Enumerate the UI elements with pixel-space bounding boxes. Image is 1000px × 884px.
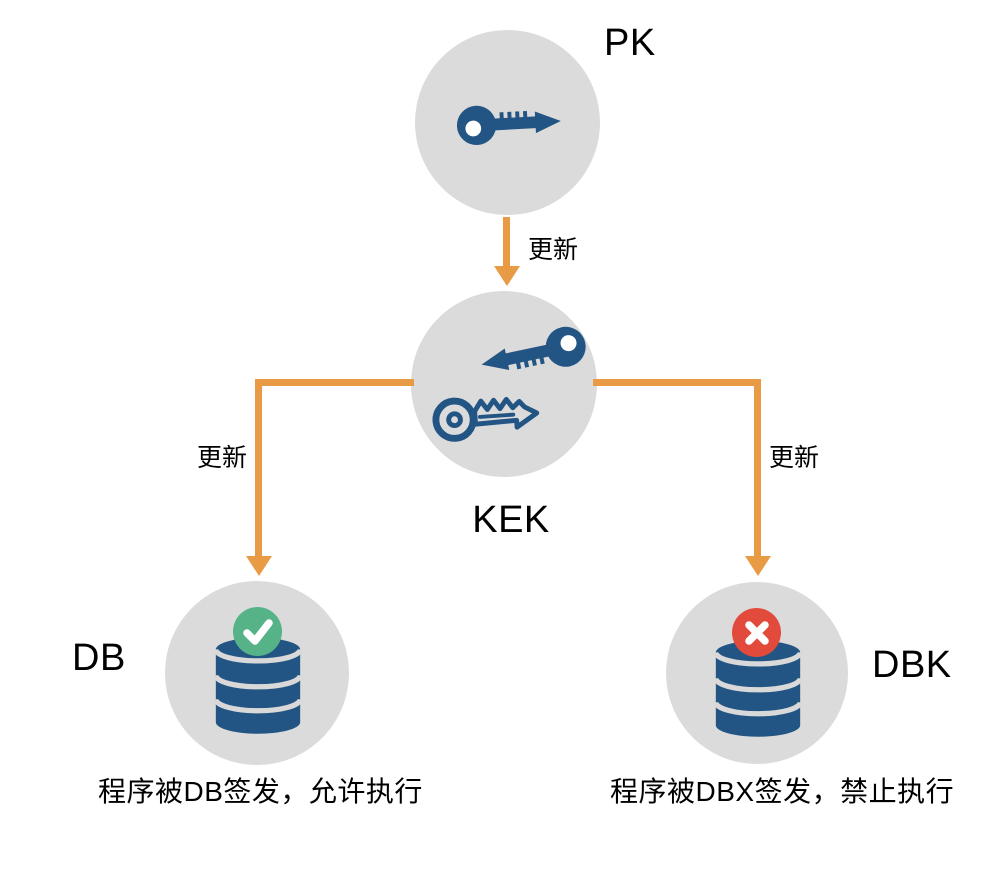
edge-kek-dbk-hline: [593, 379, 757, 386]
edge-pk-kek-label: 更新: [528, 236, 579, 264]
edge-kek-db-hline: [257, 379, 414, 386]
edge-kek-db-arrowhead-icon: [246, 556, 272, 576]
kek-label: KEK: [472, 499, 550, 541]
edge-pk-kek-arrowhead-icon: [494, 266, 520, 286]
dbk-caption: 程序被DBX签发，禁止执行: [610, 776, 955, 807]
edge-kek-dbk-vline: [754, 379, 761, 558]
edge-pk-kek-line: [503, 217, 510, 267]
cross-badge-icon: [732, 608, 781, 657]
node-dbk-circle: [666, 582, 848, 764]
db-label: DB: [72, 637, 126, 679]
node-db-circle: [165, 581, 349, 765]
edge-kek-dbk-label: 更新: [769, 444, 820, 472]
db-caption: 程序被DB签发，允许执行: [98, 776, 423, 807]
edge-kek-db-label: 更新: [197, 444, 248, 472]
pk-label: PK: [604, 22, 656, 64]
dbk-label: DBK: [872, 644, 952, 686]
check-badge-icon: [233, 607, 282, 656]
node-pk-circle: [415, 30, 600, 215]
edge-kek-db-vline: [255, 379, 262, 558]
solid-key-icon: [473, 320, 591, 393]
outline-key-icon: [429, 387, 543, 451]
edge-kek-dbk-arrowhead-icon: [745, 556, 771, 576]
key-icon: [456, 98, 566, 154]
node-kek-circle: [411, 291, 597, 477]
